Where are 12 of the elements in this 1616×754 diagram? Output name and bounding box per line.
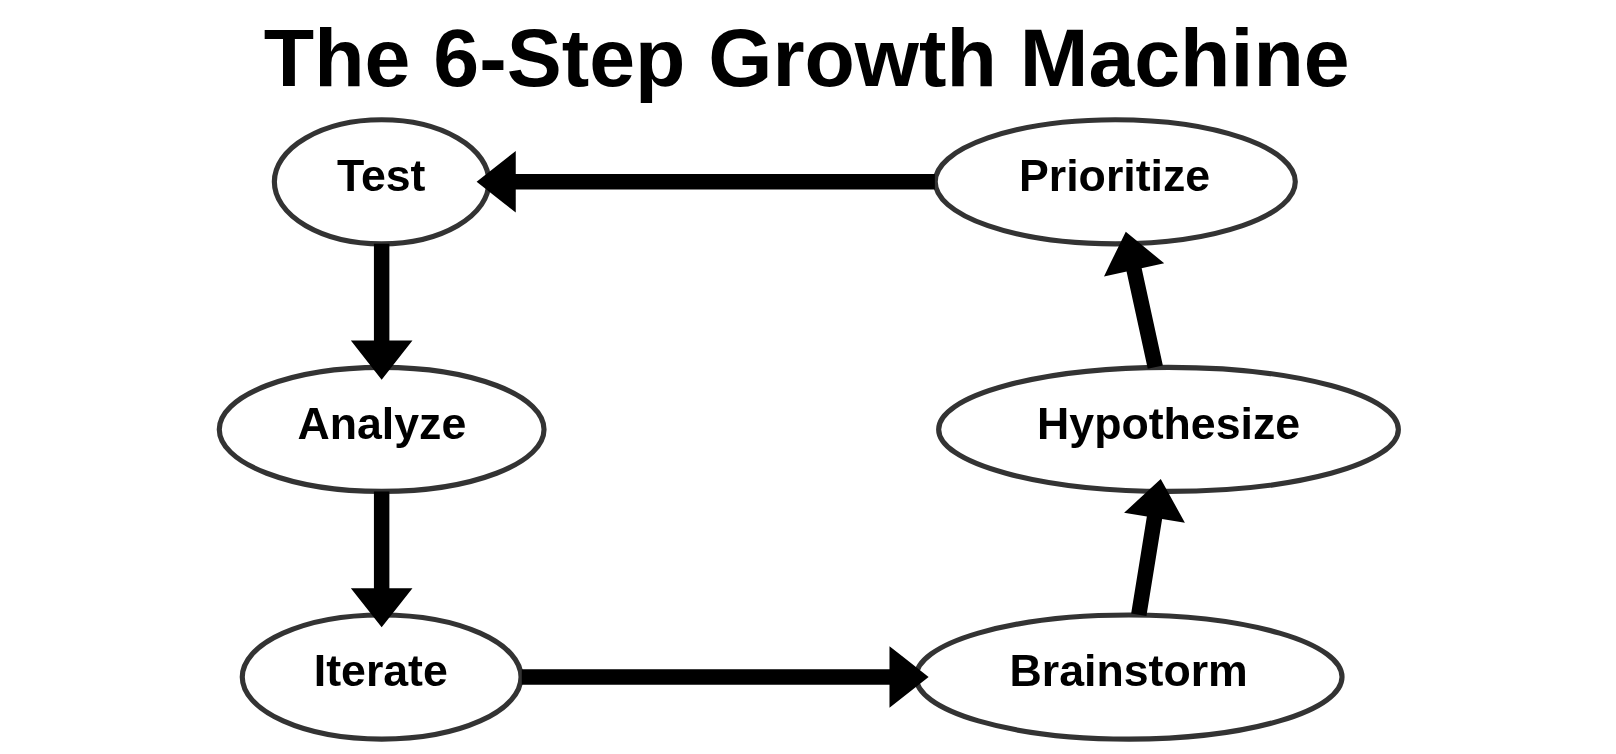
arrow: [521, 646, 929, 708]
arrow: [350, 491, 412, 628]
node-ellipse: Iterate: [239, 612, 524, 742]
node-ellipse: Analyze: [216, 364, 547, 495]
diagram-title: The 6-Step Growth Machine: [263, 11, 1350, 104]
arrow: [476, 151, 935, 213]
node-ellipse: Prioritize: [932, 117, 1298, 247]
arrow: [1123, 479, 1185, 616]
node-ellipse: Test: [271, 117, 492, 247]
arrow: [1103, 231, 1164, 369]
node-ellipse: Hypothesize: [935, 364, 1401, 495]
arrow: [350, 243, 412, 380]
